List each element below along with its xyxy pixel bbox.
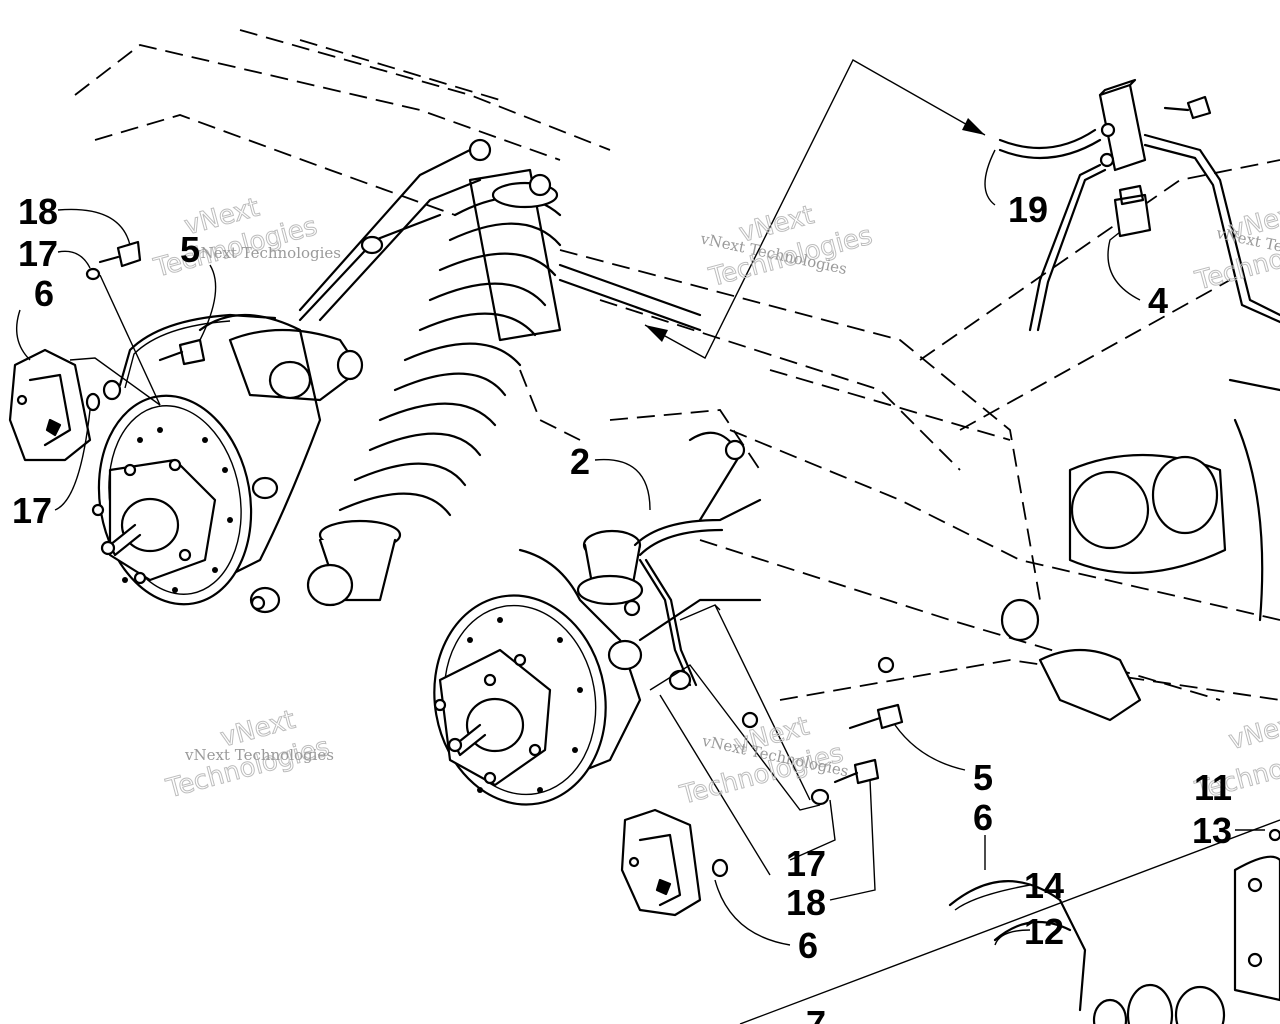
left-shock-spring — [306, 138, 562, 607]
callout-7: 7 — [806, 1003, 826, 1024]
callout-6-left: 6 — [34, 273, 54, 314]
body-panel-right — [1000, 378, 1280, 722]
left-upper-arm — [298, 148, 702, 332]
right-shock — [576, 529, 644, 606]
right-caliper-bracket-lines — [649, 604, 821, 876]
axle-parts — [739, 819, 1280, 1024]
right-wheel-hub — [433, 648, 552, 787]
callout-12: 12 — [1024, 911, 1064, 952]
svg-text:vNext: vNext — [1226, 708, 1280, 757]
callout-5-right: 5 — [973, 757, 993, 798]
right-brake-line — [633, 498, 762, 687]
leader-lines — [16, 149, 1265, 946]
callout-19: 19 — [1008, 189, 1048, 230]
right-hardware — [711, 703, 904, 878]
left-wheel-hub — [91, 458, 217, 585]
callout-2: 2 — [570, 441, 590, 482]
watermark-1: vNext Technologies — [150, 192, 321, 284]
watermark-3-small: vNext Technologies — [184, 746, 334, 764]
callout-6-bottom: 6 — [798, 925, 818, 966]
callout-labels: 18 17 5 6 17 19 4 2 5 6 11 13 14 12 17 1… — [12, 189, 1232, 1024]
callout-14: 14 — [1024, 865, 1064, 906]
callout-18-left: 18 — [18, 191, 58, 232]
watermark-1-small: vNext Technologies — [191, 244, 341, 262]
callout-17-left-top: 17 — [18, 233, 58, 274]
left-caliper-bracket-lines — [69, 274, 161, 406]
left-knuckle — [198, 314, 364, 614]
callout-5-left: 5 — [180, 229, 200, 270]
callout-17-left-bottom: 17 — [12, 490, 52, 531]
callout-13: 13 — [1192, 810, 1232, 851]
callout-17-right: 17 — [786, 843, 826, 884]
callout-11: 11 — [1194, 767, 1232, 808]
left-brake-caliper — [8, 348, 92, 462]
frame-outline — [74, 29, 1280, 701]
callout-6-right: 6 — [973, 797, 993, 838]
callout-18-right: 18 — [786, 882, 826, 923]
right-brake-caliper — [620, 808, 702, 917]
brake-line-routing — [644, 59, 986, 359]
left-hardware — [85, 240, 206, 412]
callout-4: 4 — [1148, 280, 1168, 321]
junction-block — [998, 78, 1280, 332]
